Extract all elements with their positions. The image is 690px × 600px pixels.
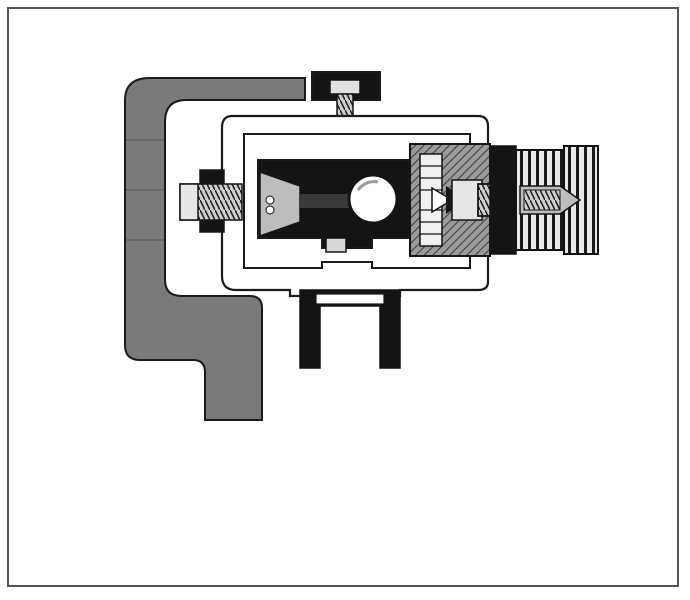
right-knurled-knob: [489, 145, 599, 255]
spring-pack: [409, 143, 491, 257]
lower-support-post: [299, 289, 401, 369]
bracket: [124, 77, 306, 421]
left-lock-screw: [179, 169, 243, 233]
